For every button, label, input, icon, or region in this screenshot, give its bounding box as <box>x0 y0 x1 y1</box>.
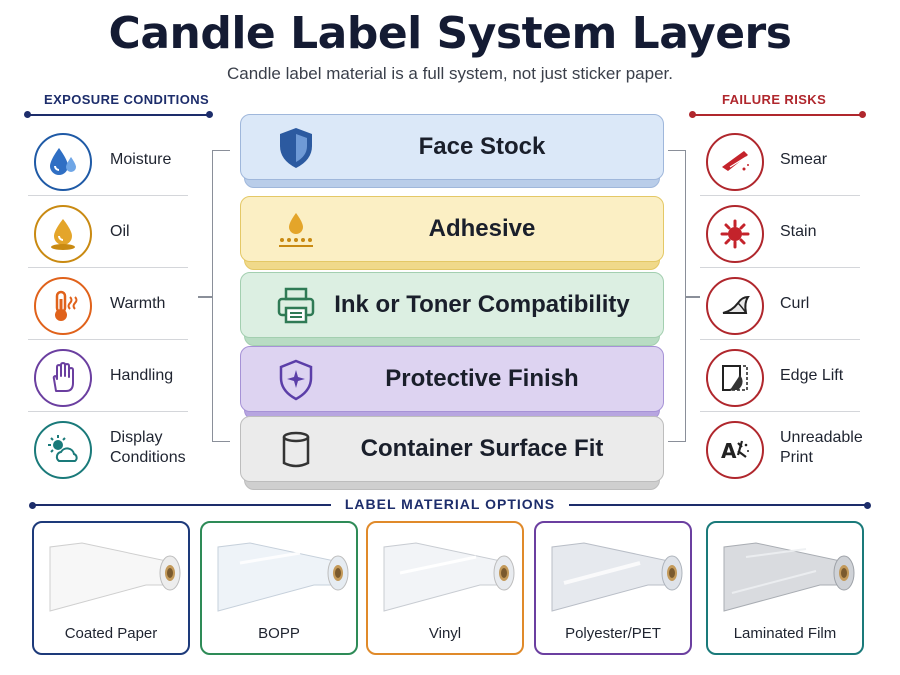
failure-item-edge-lift: Edge Lift <box>700 340 860 412</box>
option-card-bopp: BOPP <box>200 521 358 655</box>
layer-container-fit: Container Surface Fit <box>240 416 664 490</box>
option-label: Coated Paper <box>64 625 158 642</box>
right-bracket-stub <box>686 296 700 298</box>
label-roll-image <box>723 542 855 612</box>
unreadable-text-icon: A <box>706 421 764 479</box>
option-card-vinyl: Vinyl <box>366 521 524 655</box>
exposure-label: Moisture <box>110 151 172 168</box>
edge-lift-icon <box>706 349 764 407</box>
rule-dot <box>864 502 871 509</box>
exposure-label: Display Conditions <box>110 429 186 466</box>
page-title: Candle Label System Layers <box>108 8 792 59</box>
left-bracket-stub <box>198 296 212 298</box>
exposure-item-warmth: Warmth <box>28 268 188 340</box>
option-label: Vinyl <box>428 625 462 642</box>
label-roll-image <box>217 542 349 612</box>
failure-heading-rule <box>693 114 863 116</box>
page-subtitle: Candle label material is a full system, … <box>227 64 673 83</box>
thermometer-icon <box>34 277 92 335</box>
rule-dot <box>689 111 696 118</box>
svg-text:A: A <box>721 439 737 463</box>
hand-icon <box>34 349 92 407</box>
failure-label: Edge Lift <box>780 367 844 384</box>
exposure-item-handling: Handling <box>28 340 188 412</box>
shield-icon <box>274 126 318 170</box>
label-roll-image <box>551 542 683 612</box>
layer-ink-toner: Ink or Toner Compatibility <box>240 272 664 346</box>
failure-label: Curl <box>780 295 810 312</box>
exposure-item-oil: Oil <box>28 196 188 268</box>
layer-face <box>240 196 664 262</box>
exposure-label: Oil <box>110 223 130 240</box>
failure-item-stain: Stain <box>700 196 860 268</box>
failure-label: Unreadable Print <box>780 429 863 466</box>
failure-heading: FAILURE RISKS <box>722 92 827 107</box>
smear-icon <box>706 133 764 191</box>
right-bracket <box>668 150 686 442</box>
layer-face-stock: Face Stock <box>240 114 664 188</box>
label-roll-image <box>49 542 181 612</box>
layer-label: Face Stock <box>418 133 546 160</box>
rule-dot <box>859 111 866 118</box>
failure-item-curl: Curl <box>700 268 860 340</box>
exposure-heading-rule <box>28 114 210 116</box>
layer-face <box>240 416 664 482</box>
exposure-label: Warmth <box>110 295 166 312</box>
failure-list: Smear Stain Curl <box>700 124 863 484</box>
failure-item-smear: Smear <box>700 124 860 196</box>
failure-label: Stain <box>780 223 817 240</box>
failure-item-unreadable: A Unreadable Print <box>700 412 863 484</box>
options-heading: LABEL MATERIAL OPTIONS <box>0 496 900 512</box>
option-card-coated-paper: Coated Paper <box>32 521 190 655</box>
exposure-item-moisture: Moisture <box>28 124 188 196</box>
option-label: BOPP <box>258 625 300 642</box>
exposure-item-display: Display Conditions <box>28 412 188 484</box>
layer-protective-finish: Protective Finish <box>240 346 664 420</box>
failure-label: Smear <box>780 151 828 168</box>
exposure-label: Handling <box>110 367 174 384</box>
option-card-polyester: Polyester/PET <box>534 521 692 655</box>
label-roll-image <box>383 542 515 612</box>
layer-label: Adhesive <box>428 215 536 242</box>
layer-label: Ink or Toner Compatibility <box>334 291 630 318</box>
water-drops-icon <box>34 133 92 191</box>
adhesive-drop-icon <box>274 208 318 252</box>
oil-drop-icon <box>34 205 92 263</box>
layer-face <box>240 272 664 338</box>
sun-cloud-icon <box>34 421 92 479</box>
option-label: Laminated Film <box>733 625 837 642</box>
jar-icon <box>274 428 318 472</box>
exposure-heading: EXPOSURE CONDITIONS <box>44 92 210 107</box>
layer-label: Protective Finish <box>385 365 579 392</box>
option-label: Polyester/PET <box>565 625 661 642</box>
protect-badge-icon <box>274 358 318 402</box>
curl-icon <box>706 277 764 335</box>
left-bracket <box>212 150 230 442</box>
option-card-laminated-film: Laminated Film <box>706 521 864 655</box>
stain-splat-icon <box>706 205 764 263</box>
layer-adhesive: Adhesive <box>240 196 664 270</box>
rule-dot <box>24 111 31 118</box>
exposure-list: Moisture Oil Warmth <box>28 124 188 484</box>
rule-dot <box>206 111 213 118</box>
printer-icon <box>274 284 318 328</box>
rule-dot <box>29 502 36 509</box>
layer-label: Container Surface Fit <box>360 435 604 462</box>
